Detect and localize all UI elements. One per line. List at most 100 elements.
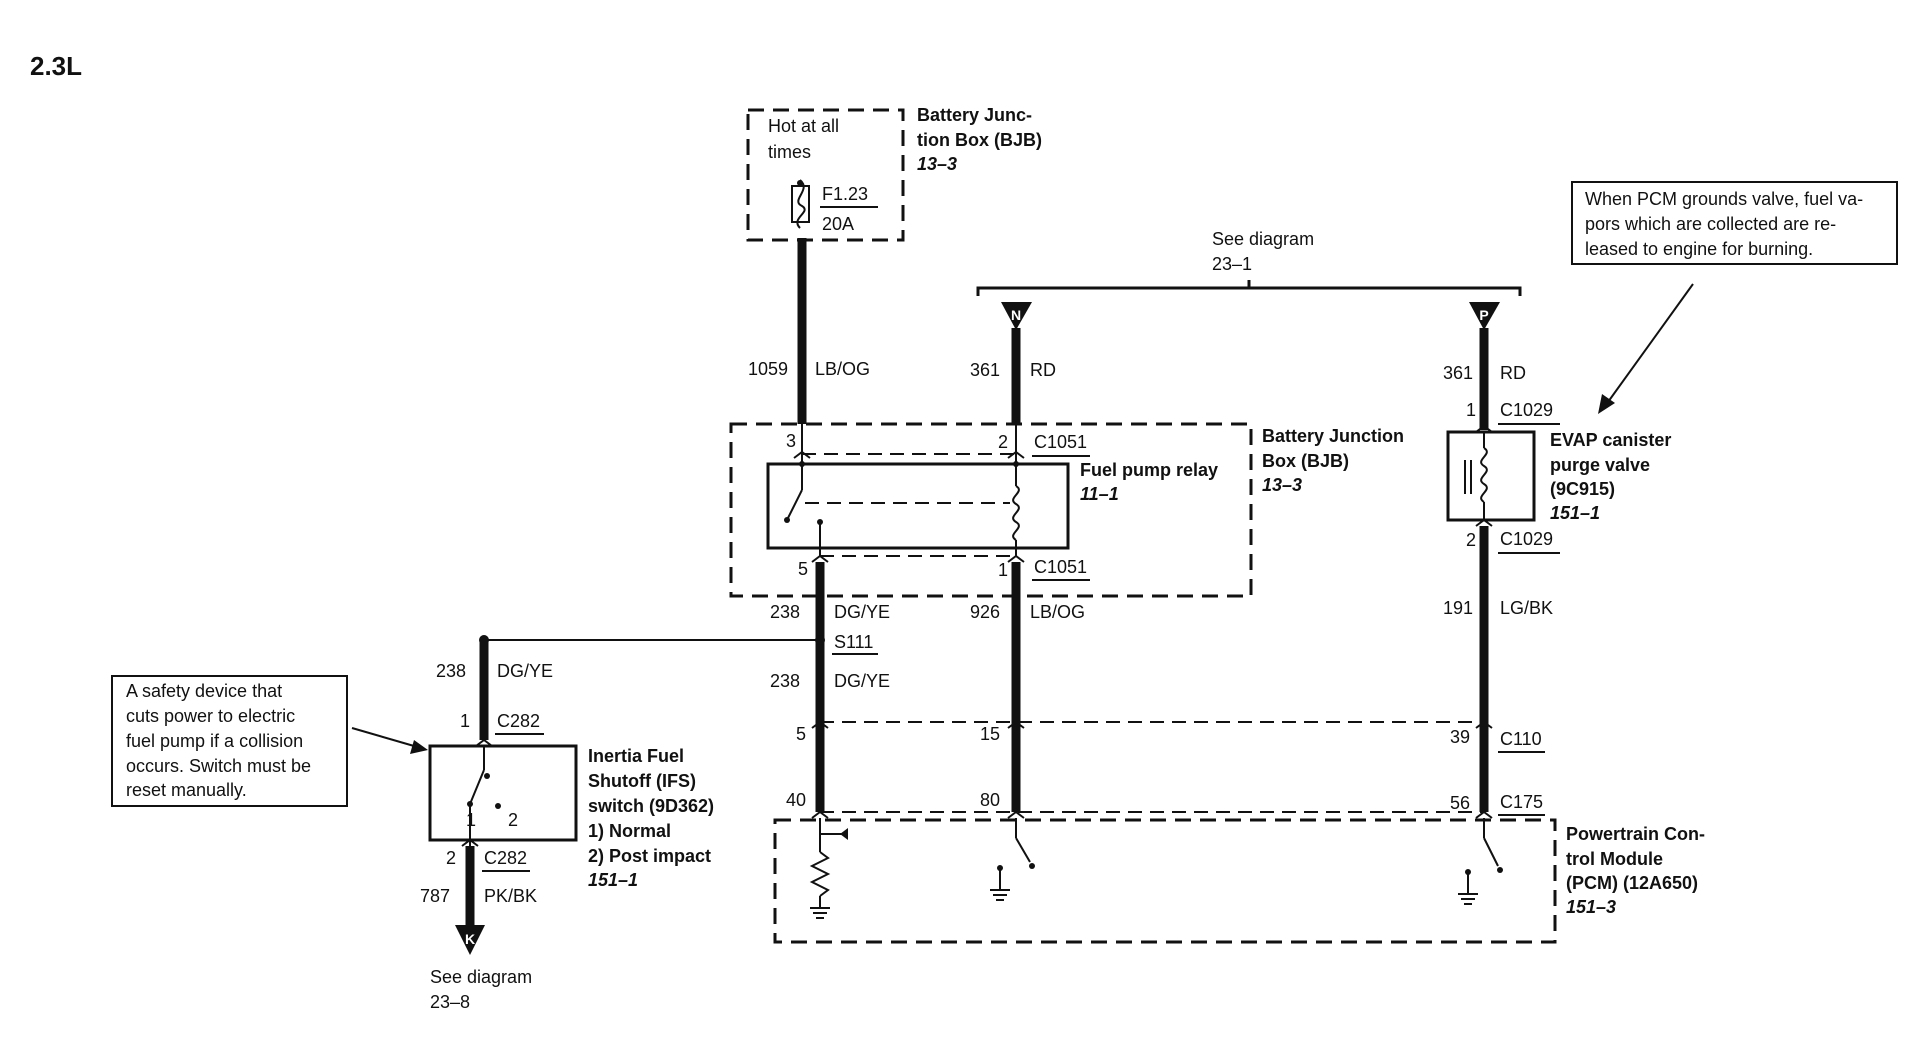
svg-text:reset manually.: reset manually.: [126, 780, 247, 800]
relay-conn-bottom: C1051: [1034, 557, 1087, 577]
hot-at-all-times-label-2: times: [768, 142, 811, 162]
ifs-pin-2: 2: [446, 848, 456, 868]
ifs-ref: 151–1: [588, 870, 638, 890]
wire-238-ifs-color: DG/YE: [497, 661, 553, 681]
ifs-position-1: 1: [466, 810, 476, 830]
ifs-conn-bottom: C282: [484, 848, 527, 868]
wire-1059-circuit: 1059: [748, 359, 788, 379]
connector-p-icon: P: [1469, 302, 1500, 330]
c175-pin-40: 40: [786, 790, 806, 810]
svg-text:pors which are collected are r: pors which are collected are re-: [1585, 214, 1836, 234]
pcm-name-3: (PCM) (12A650): [1566, 873, 1698, 893]
wire-238-ifs-circuit: 238: [436, 661, 466, 681]
evap-coil-icon: [1480, 447, 1488, 503]
relay-switch-icon: [787, 489, 803, 519]
wire-361-n-circuit: 361: [970, 360, 1000, 380]
pcm-resistor-icon: [809, 818, 848, 908]
relay-pin-5: 5: [798, 559, 808, 579]
bjb-top-name-2: tion Box (BJB): [917, 130, 1042, 150]
wire-191-circuit: 191: [1443, 598, 1473, 618]
wire-926-circuit: 926: [970, 602, 1000, 622]
svg-text:When PCM grounds valve, fuel v: When PCM grounds valve, fuel va-: [1585, 189, 1863, 209]
evap-conn-top: C1029: [1500, 400, 1553, 420]
wire-191-color: LG/BK: [1500, 598, 1553, 618]
wire-238-lower-circuit: 238: [770, 671, 800, 691]
evap-note-box: When PCM grounds valve, fuel va- pors wh…: [1571, 181, 1898, 265]
c175-pin-56: 56: [1450, 793, 1470, 813]
fuse-id: F1.23: [822, 184, 868, 204]
relay-pin-2: 2: [998, 432, 1008, 452]
bjb-fuse-box: Hot at all times F1.23 20A: [746, 108, 905, 242]
ifs-position-2: 2: [508, 810, 518, 830]
evap-ref: 151–1: [1550, 503, 1600, 523]
pcm-switch-56-icon: [1465, 818, 1503, 894]
relay-pin-1: 1: [998, 560, 1008, 580]
svg-text:cuts power to electric: cuts power to electric: [126, 706, 295, 726]
evap-pin-1: 1: [1466, 400, 1476, 420]
svg-text:N: N: [1011, 307, 1021, 323]
wire-238-upper-color: DG/YE: [834, 602, 890, 622]
page-title: 2.3L: [30, 51, 82, 81]
pcm-name: Powertrain Con-: [1566, 824, 1705, 844]
evap-name-2: purge valve: [1550, 455, 1650, 475]
ground-icon: [990, 889, 1010, 901]
evap-conn-bottom: C1029: [1500, 529, 1553, 549]
c175-conn: C175: [1500, 792, 1543, 812]
svg-text:leased to engine for burning.: leased to engine for burning.: [1585, 239, 1813, 259]
c110-pin-39: 39: [1450, 727, 1470, 747]
evap-name: EVAP canister: [1550, 430, 1671, 450]
see-diagram-bottom: See diagram: [430, 967, 532, 987]
connector-k-icon: K: [455, 925, 485, 955]
splice-s111: S111: [834, 632, 873, 652]
fuse-rating: 20A: [822, 214, 854, 234]
see-diagram-top-ref: 23–1: [1212, 254, 1252, 274]
relay-conn-top: C1051: [1034, 432, 1087, 452]
ifs-note-arrow: [351, 727, 428, 754]
wire-926-color: LB/OG: [1030, 602, 1085, 622]
pcm-ref: 151–3: [1566, 897, 1616, 917]
pcm-switch-80-icon: [997, 818, 1035, 890]
svg-text:P: P: [1479, 307, 1488, 323]
evap-pin-2: 2: [1466, 530, 1476, 550]
bjb-top-ref: 13–3: [917, 154, 957, 174]
see-diagram-bracket: [976, 286, 1522, 296]
relay-coil-icon: [1012, 485, 1020, 541]
ifs-note-box: A safety device that cuts power to elect…: [111, 675, 348, 807]
c110-pin-15: 15: [980, 724, 1000, 744]
ifs-position-normal: 1) Normal: [588, 821, 671, 841]
ground-icon: [810, 907, 830, 919]
c110-pin-5: 5: [796, 724, 806, 744]
relay-bjb-name: Battery Junction: [1262, 426, 1404, 446]
ifs-pin-1: 1: [460, 711, 470, 731]
relay-bjb-name-2: Box (BJB): [1262, 451, 1349, 471]
ifs-conn-top: C282: [497, 711, 540, 731]
relay-name: Fuel pump relay: [1080, 460, 1218, 480]
ifs-name: Inertia Fuel: [588, 746, 684, 766]
relay-ref: 11–1: [1080, 484, 1119, 504]
relay-pin-3: 3: [786, 431, 796, 451]
ifs-name-3: switch (9D362): [588, 796, 714, 816]
relay-bjb-box: [729, 422, 1253, 598]
wire-361-p-color: RD: [1500, 363, 1526, 383]
see-diagram-bottom-ref: 23–8: [430, 992, 470, 1012]
wire-238-upper-circuit: 238: [770, 602, 800, 622]
see-diagram-top: See diagram: [1212, 229, 1314, 249]
svg-text:occurs. Switch must be: occurs. Switch must be: [126, 756, 311, 776]
svg-text:fuel pump if a collision: fuel pump if a collision: [126, 731, 303, 751]
evap-canister-purge-valve: [1446, 430, 1536, 522]
wire-787-color: PK/BK: [484, 886, 537, 906]
ifs-name-2: Shutoff (IFS): [588, 771, 696, 791]
wire-361-p-circuit: 361: [1443, 363, 1473, 383]
bjb-top-name: Battery Junc-: [917, 105, 1032, 125]
wire-1059-color: LB/OG: [815, 359, 870, 379]
ground-icon: [1458, 893, 1478, 905]
evap-note-arrow: [1598, 283, 1694, 414]
inertia-fuel-shutoff-switch: [428, 744, 578, 842]
evap-name-3: (9C915): [1550, 479, 1615, 499]
pcm-box: [773, 818, 1557, 944]
svg-text:K: K: [465, 931, 475, 947]
svg-text:A safety device that: A safety device that: [126, 681, 282, 701]
pcm-name-2: trol Module: [1566, 849, 1663, 869]
connector-n-icon: N: [1001, 302, 1032, 330]
